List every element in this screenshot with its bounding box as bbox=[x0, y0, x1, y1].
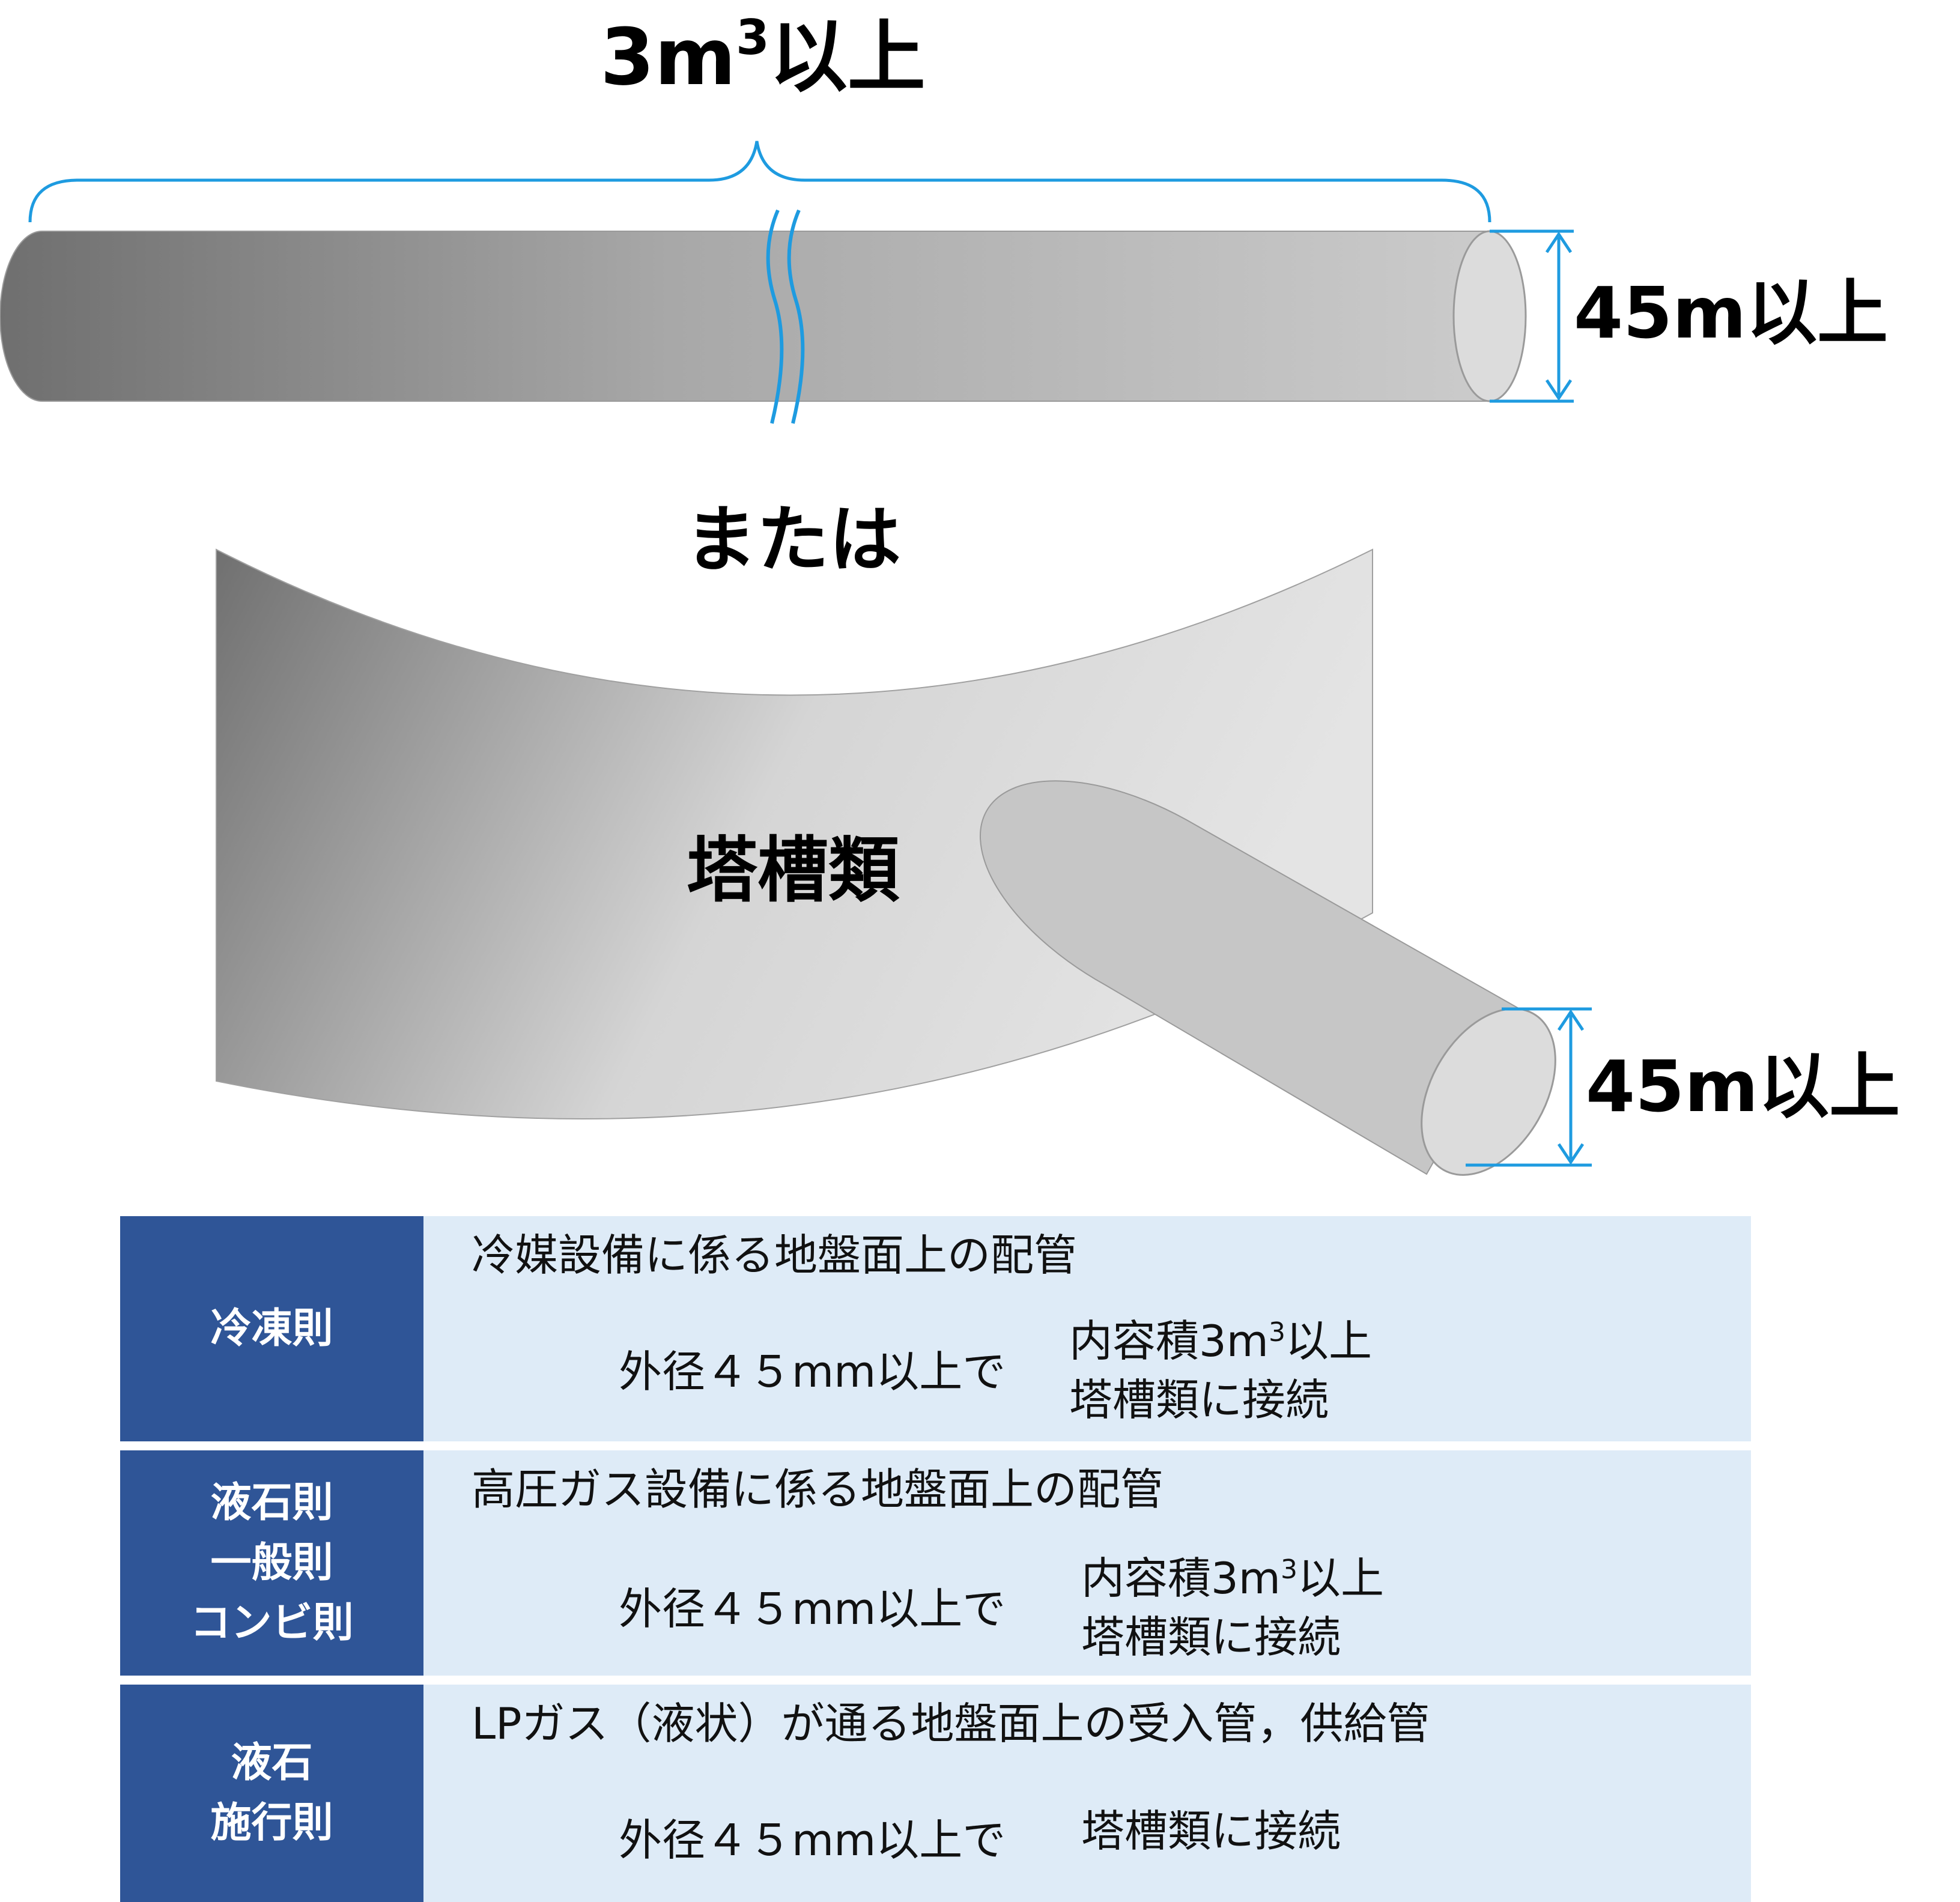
row-target-line2: 塔槽類に接続 bbox=[1081, 1806, 1341, 1856]
row-condition: 外径４５mm以上で bbox=[619, 1346, 1006, 1397]
top-diameter-label: 45m以上 bbox=[1574, 271, 1888, 354]
row-target: 内容積3m3以上 塔槽類に接続 bbox=[1069, 1303, 1372, 1429]
pipe-break-mark bbox=[766, 209, 805, 424]
row-label-line: 液石 bbox=[231, 1739, 313, 1787]
row-label-line: コンビ則 bbox=[190, 1599, 354, 1647]
row-target: 塔槽類に接続 bbox=[1081, 1802, 1341, 1861]
or-label: または bbox=[685, 498, 901, 582]
row-body: 冷媒設備に係る地盤面上の配管 外径４５mm以上で 内容積3m3以上 塔槽類に接続 bbox=[423, 1216, 1751, 1441]
row-target-line1: 内容積3m3以上 bbox=[1069, 1316, 1372, 1366]
branch-diameter-label: 45m以上 bbox=[1586, 1045, 1900, 1128]
tank-body bbox=[215, 548, 1373, 1119]
row-target: 内容積3m3以上 塔槽類に接続 bbox=[1081, 1540, 1384, 1667]
top-diameter-dimension bbox=[1490, 229, 1574, 403]
row-condition: 外径４５mm以上で bbox=[619, 1815, 1006, 1865]
horizontal-pipe bbox=[0, 230, 1527, 402]
row-body: 高圧ガス設備に係る地盤面上の配管 外径４５mm以上で 内容積3m3以上 塔槽類に… bbox=[423, 1450, 1751, 1676]
row-label-line: 一般則 bbox=[210, 1539, 333, 1587]
branch-diameter-dimension bbox=[1466, 1007, 1592, 1167]
row-label-line: 液石則 bbox=[210, 1479, 333, 1527]
row-target-line2: 塔槽類に接続 bbox=[1081, 1612, 1341, 1662]
table-row: 液石則 一般則 コンビ則 高圧ガス設備に係る地盤面上の配管 外径４５mm以上で … bbox=[120, 1450, 1751, 1676]
piping-diagram: 3m3以上 45m以上 または 塔槽類 45m以上 bbox=[0, 10, 1900, 1176]
branch-pipe bbox=[979, 780, 1556, 1176]
tank-label: 塔槽類 bbox=[687, 829, 900, 912]
row-body: LPガス（液状）が通る地盤面上の受入管，供給管 外径４５mm以上で 塔槽類に接続 bbox=[423, 1685, 1751, 1902]
row-condition: 外径４５mm以上で bbox=[619, 1584, 1006, 1634]
row-title: LPガス（液状）が通る地盤面上の受入管，供給管 bbox=[472, 1698, 1430, 1749]
length-brace bbox=[28, 141, 1491, 223]
row-label: 液石則 一般則 コンビ則 bbox=[120, 1450, 423, 1676]
row-label-line: 冷凍則 bbox=[210, 1304, 333, 1352]
table-row: 冷凍則 冷媒設備に係る地盤面上の配管 外径４５mm以上で 内容積3m3以上 塔槽… bbox=[120, 1216, 1751, 1441]
row-label: 冷凍則 bbox=[120, 1216, 423, 1441]
table-row: 液石 施行則 LPガス（液状）が通る地盤面上の受入管，供給管 外径４５mm以上で… bbox=[120, 1685, 1751, 1902]
row-label-line: 施行則 bbox=[210, 1799, 333, 1847]
row-title: 冷媒設備に係る地盤面上の配管 bbox=[472, 1230, 1078, 1280]
row-target-line2: 塔槽類に接続 bbox=[1069, 1375, 1329, 1425]
row-target-line1: 内容積3m3以上 bbox=[1081, 1553, 1384, 1604]
volume-label: 3m3以上 bbox=[600, 10, 926, 103]
row-title: 高圧ガス設備に係る地盤面上の配管 bbox=[472, 1464, 1164, 1515]
row-label: 液石 施行則 bbox=[120, 1685, 423, 1902]
